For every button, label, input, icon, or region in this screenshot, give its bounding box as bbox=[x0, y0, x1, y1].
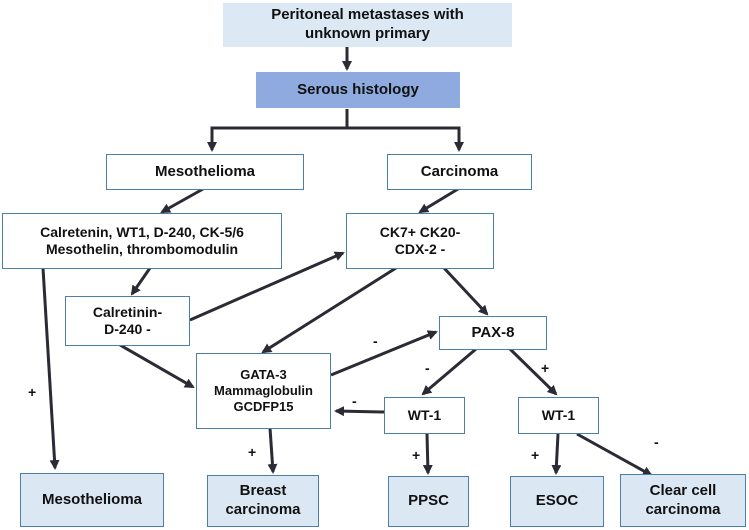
node-root: Peritoneal metastases with unknown prima… bbox=[223, 3, 512, 47]
edge-calneg-gata bbox=[119, 343, 195, 389]
edge-label-minus-pax8-wt1-left: - bbox=[425, 360, 430, 376]
edge-wt1-right-clear bbox=[576, 432, 653, 477]
edge-wt1-left-gata bbox=[334, 406, 385, 417]
edge-calneg-ck7 bbox=[189, 251, 345, 322]
node-wt1-left: WT-1 bbox=[384, 397, 465, 434]
edge-wt1-right-esoc bbox=[551, 433, 562, 475]
edge-label-minus-wt1-left-gata: - bbox=[352, 393, 357, 409]
node-serous-histology: Serous histology bbox=[256, 72, 460, 108]
edge-panel-leaf-meso bbox=[41, 267, 60, 470]
node-mesothelioma-branch: Mesothelioma bbox=[106, 154, 304, 190]
edge-ck7-pax8 bbox=[442, 266, 489, 316]
leaf-esoc: ESOC bbox=[510, 476, 604, 527]
edge-label-plus-pax8-wt1-right: + bbox=[541, 360, 550, 376]
node-ck7-panel: CK7+ CK20- CDX-2 - bbox=[346, 213, 494, 269]
node-wt1-right: WT-1 bbox=[518, 397, 599, 434]
edge-pax8-wt1-right bbox=[508, 347, 558, 396]
edge-serous-split bbox=[207, 109, 349, 152]
edge-label-minus-wt1-right-clear: - bbox=[654, 434, 659, 450]
edge-meso-panel bbox=[160, 187, 204, 214]
leaf-breast-carcinoma: Breast carcinoma bbox=[207, 475, 319, 527]
edge-ck7-gata bbox=[261, 266, 397, 354]
edge-label-plus-wt1-left-ppsc: + bbox=[412, 447, 421, 463]
node-calretinin-negative: Calretinin- D-240 - bbox=[65, 296, 190, 346]
node-calretenin-panel: Calretenin, WT1, D-240, CK-5/6 Mesotheli… bbox=[2, 213, 282, 269]
edge-pax8-wt1-left bbox=[421, 347, 477, 396]
edge-carcinoma-ck7 bbox=[418, 187, 459, 214]
edge-label-plus-mesothelioma: + bbox=[28, 384, 37, 400]
node-gata3-panel: GATA-3 Mammaglobulin GCDFP15 bbox=[196, 353, 331, 429]
edge-label-minus-pax8-gata: - bbox=[373, 333, 378, 349]
edge-label-plus-wt1-right-esoc: + bbox=[531, 447, 540, 463]
node-pax8: PAX-8 bbox=[439, 316, 547, 350]
node-carcinoma-branch: Carcinoma bbox=[387, 154, 532, 190]
edge-serous-split-right bbox=[347, 126, 464, 152]
edge-gata-pax8 bbox=[330, 330, 438, 377]
leaf-clear-cell-carcinoma: Clear cell carcinoma bbox=[620, 474, 746, 527]
edge-gata-breast bbox=[267, 427, 278, 474]
leaf-ppsc: PPSC bbox=[388, 476, 469, 527]
edge-wt1-left-ppsc bbox=[422, 433, 433, 475]
edge-panel-calretinin-neg bbox=[130, 267, 152, 296]
edge-label-plus-gata-breast: + bbox=[248, 444, 257, 460]
leaf-mesothelioma: Mesothelioma bbox=[20, 473, 164, 527]
